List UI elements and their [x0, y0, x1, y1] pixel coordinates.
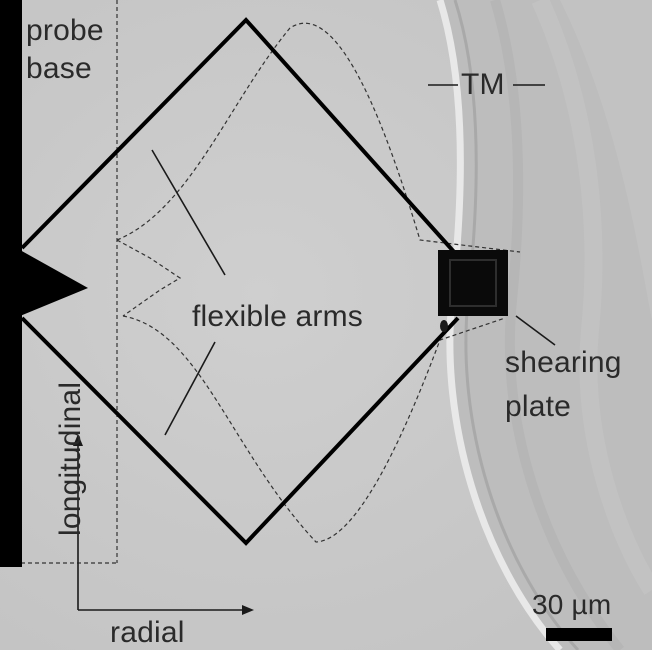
- probe-tip: [20, 250, 88, 316]
- scale-bar: [546, 628, 612, 641]
- radial-arrowhead: [242, 605, 254, 615]
- flexible-arms-label: flexible arms: [192, 300, 363, 333]
- probe-base-label-line2: base: [26, 52, 92, 85]
- axis-arrows: [73, 434, 254, 615]
- scale-bar-label: 30 µm: [532, 589, 612, 620]
- longitudinal-arrowhead: [73, 434, 83, 446]
- dashed-probe-outline: [14, 0, 521, 564]
- probe-base: [0, 0, 22, 567]
- shearing-plate-label-line2: plate: [505, 390, 572, 423]
- probe-base-label-line1: probe: [26, 14, 104, 47]
- shearing-plate-label-line1: shearing: [505, 346, 622, 379]
- flexible-arm-lower: [20, 316, 460, 546]
- flexible-arm-upper: [20, 17, 457, 255]
- flexible-arms-pointer-upper: [151, 149, 226, 276]
- probe: [0, 0, 508, 567]
- flexible-arms-pointer-lower: [164, 341, 216, 436]
- tm-label: TM: [461, 68, 505, 101]
- longitudinal-axis-label: longitudinal: [54, 381, 87, 536]
- radial-axis-label: radial: [110, 616, 185, 649]
- annotation-lines: [151, 84, 556, 436]
- shearing-plate-pointer: [515, 315, 556, 346]
